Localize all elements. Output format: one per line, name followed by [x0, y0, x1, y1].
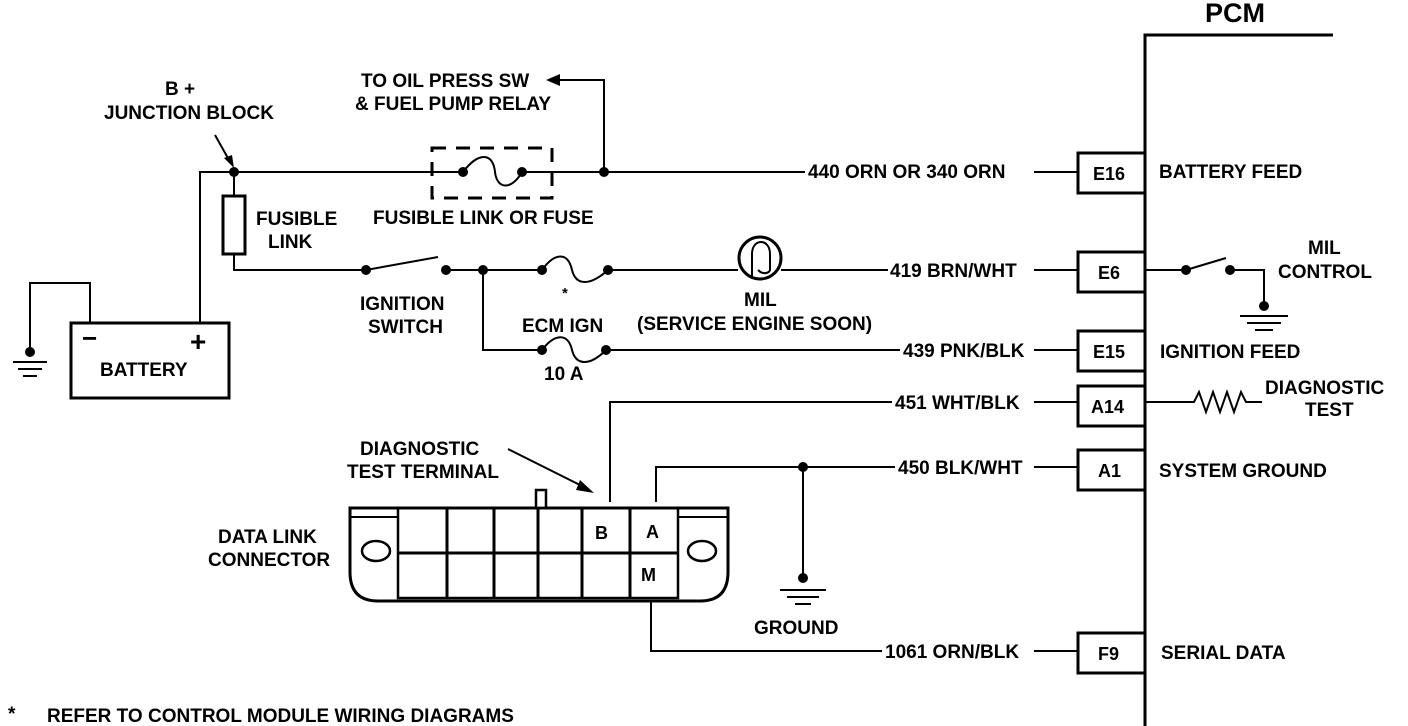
dlc-cell-b: B — [595, 523, 608, 543]
pin-e15-label: E15 — [1093, 342, 1125, 362]
battery-minus-symbol: − — [82, 323, 97, 353]
diagnostic-test-label-1: DIAGNOSTIC — [1265, 378, 1385, 399]
mil-label-1: MIL — [744, 290, 777, 311]
fuse-asterisk: * — [562, 285, 568, 302]
mil-control-label-2: CONTROL — [1278, 262, 1372, 283]
diagnostic-test-resistor — [1145, 388, 1262, 416]
ignition-feed-label: IGNITION FEED — [1160, 342, 1300, 363]
wire-label-451: 451 WHT/BLK — [895, 393, 1020, 414]
ignition-switch — [361, 256, 451, 275]
battery-negative-wire — [29, 282, 91, 352]
oil-press-wire — [558, 79, 605, 172]
serial-data-label: SERIAL DATA — [1161, 643, 1286, 664]
ground-symbol-mil — [1240, 315, 1288, 331]
ground-node-dlc — [798, 573, 808, 583]
mil-control-ground-wire — [1230, 269, 1265, 306]
ecm-ign-rating: 10 A — [544, 364, 584, 385]
pin-a1: A1 — [1076, 448, 1147, 492]
ground-label: GROUND — [754, 618, 838, 639]
pin-a14: A14 — [1076, 384, 1147, 428]
junction-block-label-2: JUNCTION BLOCK — [104, 103, 274, 124]
junction-pointer-arrowhead — [224, 155, 234, 168]
pin-e16: E16 — [1076, 151, 1147, 195]
ignition-switch-label-1: IGNITION — [360, 294, 444, 315]
fusible-link-or-fuse — [430, 146, 554, 200]
diagnostic-terminal-label-2: TEST TERMINAL — [347, 462, 499, 483]
battery-plus-symbol: + — [190, 326, 206, 357]
mil-control-label-1: MIL — [1308, 238, 1341, 259]
ground-symbol-dlc — [780, 589, 826, 605]
fusible-link-label-2: LINK — [268, 232, 313, 253]
data-link-label-1: DATA LINK — [218, 527, 317, 548]
data-link-connector — [348, 488, 730, 603]
battery: BATTERY − + — [69, 321, 231, 400]
mil-lamp — [737, 235, 783, 281]
pin-a14-label: A14 — [1091, 397, 1124, 417]
system-ground-label: SYSTEM GROUND — [1159, 461, 1327, 482]
diagnostic-terminal-arrowhead — [576, 480, 594, 493]
wire-label-440: 440 ORN OR 340 ORN — [808, 162, 1005, 183]
fusible-link — [221, 194, 247, 256]
pcm-module: PCM — [1143, 0, 1333, 726]
dlc-cell-m: M — [641, 565, 656, 585]
pin-a1-label: A1 — [1098, 461, 1121, 481]
wire-label-450: 450 BLK/WHT — [898, 458, 1023, 479]
mil-fuse — [537, 255, 613, 283]
pin-e6: E6 — [1076, 250, 1147, 294]
ecm-ign-label: ECM IGN — [522, 316, 603, 337]
mil-control-switch — [1181, 257, 1235, 275]
ecm-ign-fuse — [537, 336, 611, 363]
fusible-link-label-1: FUSIBLE — [256, 209, 337, 230]
ground-node-battery — [25, 347, 35, 357]
diagnostic-test-label-2: TEST — [1305, 400, 1354, 421]
fusible-link-wire-bottom — [233, 254, 365, 271]
ignition-switch-label-2: SWITCH — [368, 317, 443, 338]
battery-feed-label: BATTERY FEED — [1159, 162, 1302, 183]
diagnostic-terminal-label-1: DIAGNOSTIC — [360, 439, 480, 460]
oil-press-label-2: & FUEL PUMP RELAY — [355, 94, 551, 115]
battery-label: BATTERY — [100, 360, 188, 381]
pcm-title: PCM — [1205, 0, 1265, 28]
ecm-ign-branch-wire — [482, 270, 542, 351]
junction-pointer — [214, 134, 230, 161]
pin-e15: E15 — [1076, 329, 1147, 373]
dlc-cell-a: A — [646, 522, 659, 542]
fusible-link-or-fuse-label: FUSIBLE LINK OR FUSE — [373, 208, 594, 229]
ground-node-mil — [1259, 301, 1269, 311]
mil-label-2: (SERVICE ENGINE SOON) — [637, 314, 872, 335]
footnote-mark: * — [8, 704, 16, 725]
wire-450 — [655, 466, 895, 502]
footnote-text: REFER TO CONTROL MODULE WIRING DIAGRAMS — [47, 706, 514, 726]
data-link-label-2: CONNECTOR — [208, 550, 330, 571]
wire-label-1061: 1061 ORN/BLK — [885, 642, 1019, 663]
wire-451 — [609, 401, 892, 502]
wire-label-419: 419 BRN/WHT — [890, 261, 1017, 282]
ground-symbol-battery — [13, 361, 47, 377]
wire-label-439: 439 PNK/BLK — [903, 341, 1025, 362]
wire-1061 — [650, 598, 882, 652]
pin-f9: F9 — [1076, 631, 1147, 675]
pin-e16-label: E16 — [1093, 164, 1125, 184]
pin-e6-label: E6 — [1098, 263, 1120, 283]
junction-block-label-1: B + — [165, 79, 195, 100]
oil-press-label-1: TO OIL PRESS SW — [361, 71, 529, 92]
battery-positive-wire — [199, 171, 234, 323]
oil-press-arrowhead — [546, 74, 560, 86]
pin-f9-label: F9 — [1098, 644, 1119, 664]
diagnostic-terminal-pointer — [507, 448, 585, 488]
